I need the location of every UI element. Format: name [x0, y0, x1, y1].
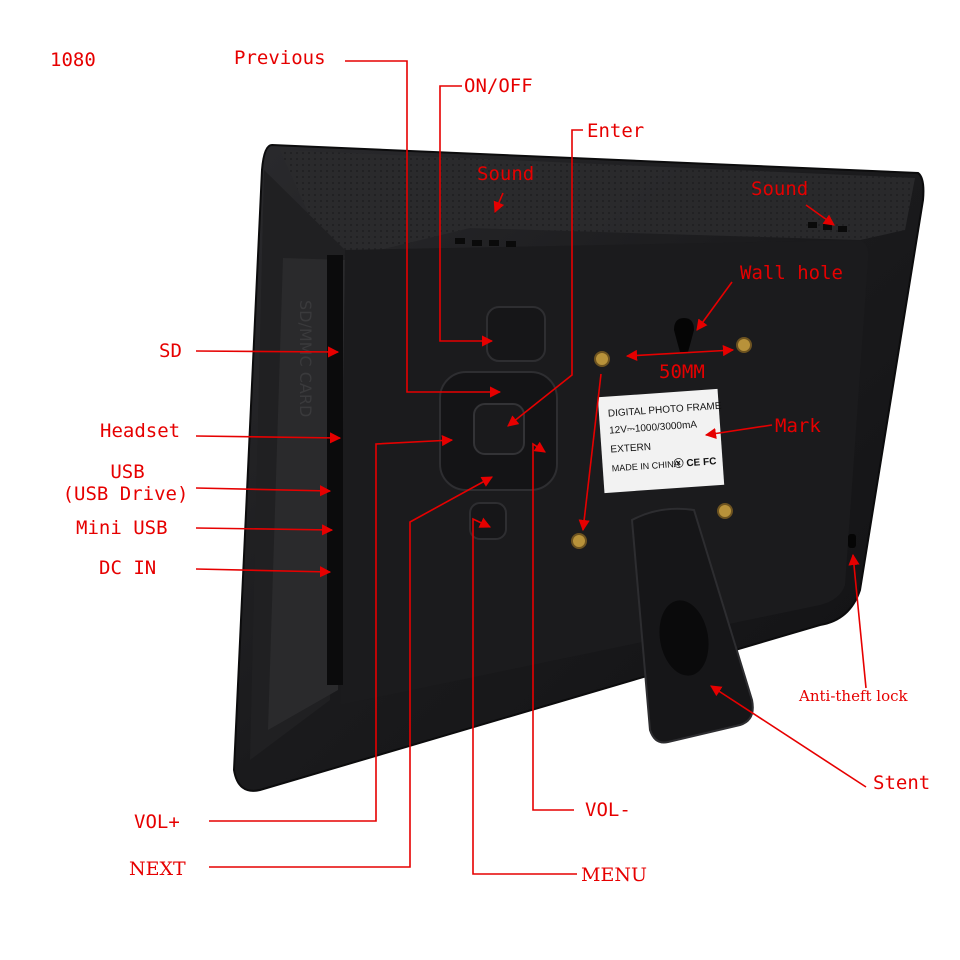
sound-left-label: Sound — [477, 163, 535, 185]
sound-right-label: Sound — [751, 178, 809, 200]
enter-button — [473, 403, 525, 455]
wall-hole-label: Wall hole — [740, 262, 843, 284]
speaker-grille-left — [455, 238, 516, 247]
headset-label: Headset — [100, 420, 181, 442]
enter-label: Enter — [587, 120, 645, 142]
anti-theft-slot — [848, 534, 856, 548]
anti-theft-label: Anti-theft lock — [799, 687, 908, 705]
wall-hole — [674, 318, 694, 352]
speaker-grille-right — [808, 222, 847, 232]
sticker-marks: ⓧ CE FC — [673, 454, 717, 470]
side-panel-text: SD/MMC CARD — [296, 300, 315, 417]
vol-plus-label: VOL+ — [134, 811, 180, 833]
menu-label: MENU — [581, 864, 647, 886]
spacing-label: 50MM — [659, 361, 705, 383]
usb-drive-label: (USB Drive) — [62, 483, 189, 505]
previous-label: Previous — [234, 47, 326, 69]
mark-label: Mark — [775, 415, 821, 437]
rating-sticker: DIGITAL PHOTO FRAME 12V⎓1000/3000mA EXTE… — [597, 388, 725, 494]
resolution-label: 1080 — [50, 49, 96, 71]
next-label: NEXT — [129, 858, 186, 880]
sticker-line-4: MADE IN CHINA — [611, 459, 680, 474]
power-button — [486, 306, 546, 362]
sd-label: SD — [159, 340, 182, 362]
sticker-line-3: EXTERN — [610, 442, 651, 456]
mini-usb-label: Mini USB — [76, 517, 168, 539]
usb-label: USB — [110, 461, 145, 483]
stand — [630, 507, 754, 744]
annotation-lines — [195, 60, 867, 875]
mount-inserts — [571, 337, 752, 549]
vol-minus-label: VOL- — [585, 799, 631, 821]
on-off-label: ON/OFF — [464, 75, 533, 97]
dc-in-label: DC IN — [99, 557, 157, 579]
stent-label: Stent — [873, 772, 931, 794]
